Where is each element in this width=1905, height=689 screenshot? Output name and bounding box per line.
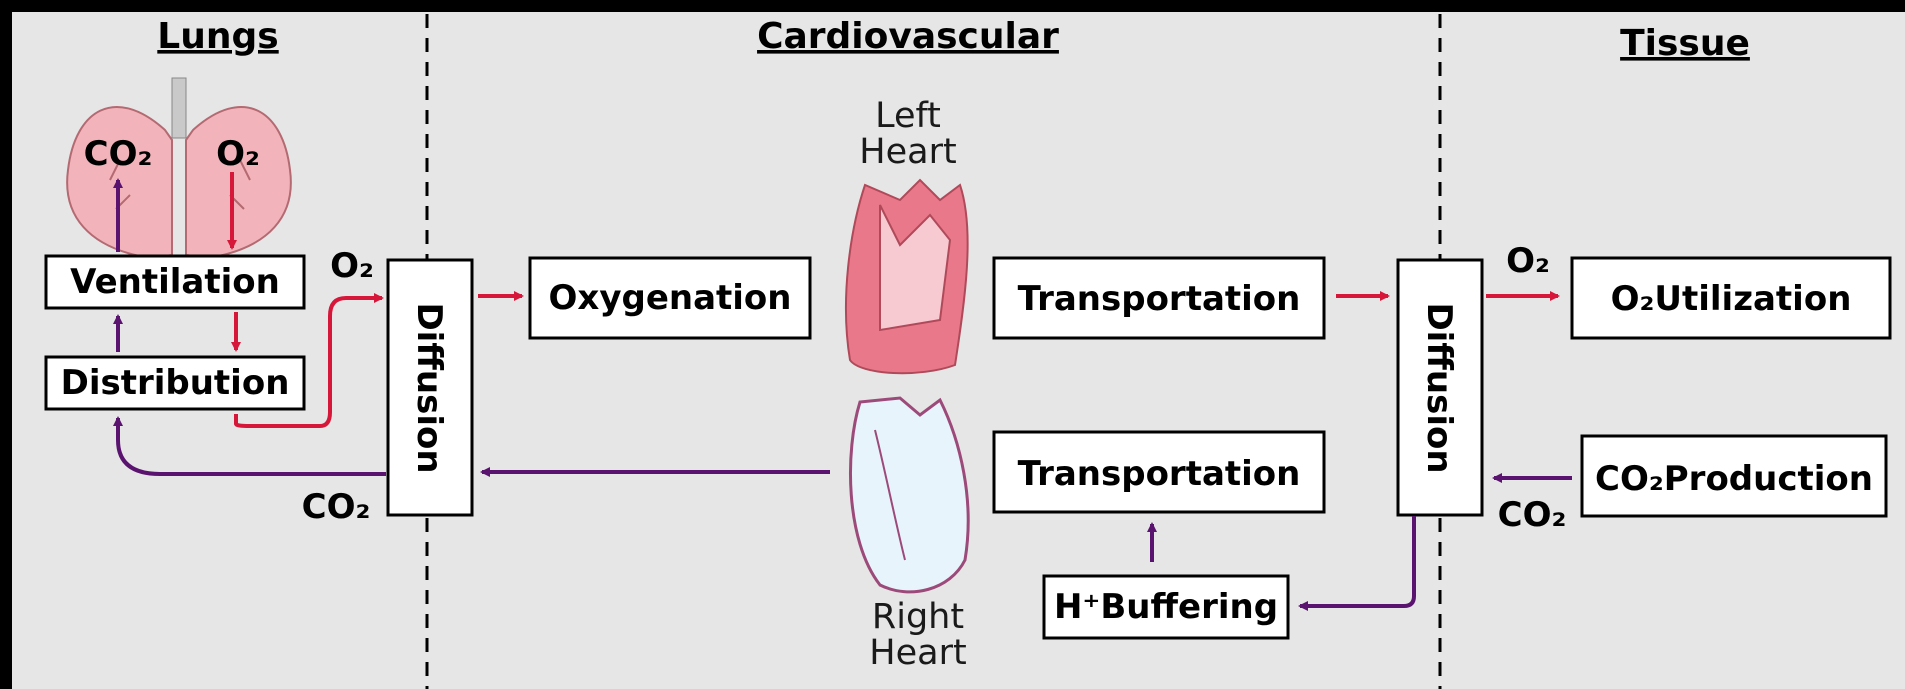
o2-left-label: O₂ [330, 246, 374, 286]
distribution-label: Distribution [61, 363, 290, 403]
ventilation-label: Ventilation [70, 262, 280, 302]
right-heart-illustration [850, 398, 968, 592]
o2-utilization-label: O₂Utilization [1611, 279, 1852, 319]
transportation-top-label: Transportation [1018, 279, 1301, 319]
left-heart-illustration [846, 180, 968, 373]
co2-production-label: CO₂Production [1595, 459, 1873, 499]
o2-right-label: O₂ [1506, 241, 1550, 281]
left-heart-label-line1: Left [875, 96, 941, 136]
co2-left-label: CO₂ [302, 487, 371, 527]
trachea [172, 78, 186, 138]
section-title-lungs: Lungs [157, 16, 278, 57]
right-heart-label-line1: Right [872, 597, 964, 637]
lung-co2-label: CO₂ [84, 134, 153, 174]
left-heart-label-line2: Heart [859, 132, 956, 172]
right-heart-label-line2: Heart [869, 633, 966, 673]
h-buffering-label: H⁺Buffering [1054, 587, 1278, 627]
diffusion-right-label: Diffusion [1419, 302, 1459, 473]
lung-o2-label: O₂ [216, 134, 260, 174]
background-panel [12, 12, 1905, 689]
oxygenation-label: Oxygenation [548, 278, 791, 318]
co2-right-label: CO₂ [1498, 495, 1567, 535]
section-title-cardiovascular: Cardiovascular [757, 16, 1059, 57]
diffusion-left-label: Diffusion [409, 302, 449, 473]
transportation-bottom-label: Transportation [1018, 454, 1301, 494]
section-title-tissue: Tissue [1620, 23, 1750, 64]
